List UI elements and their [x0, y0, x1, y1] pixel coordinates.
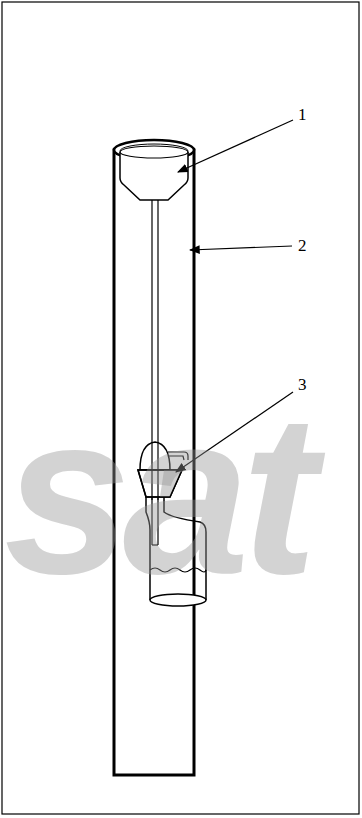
leader-line — [190, 246, 292, 250]
callout-number: 2 — [298, 237, 307, 254]
cup — [120, 152, 188, 200]
page-frame — [2, 2, 359, 814]
tube-inner-rim — [120, 144, 188, 158]
leader-line — [178, 120, 293, 172]
callout-number: 1 — [298, 106, 307, 123]
cup-rim — [120, 146, 188, 158]
watermark: sat — [4, 380, 310, 608]
